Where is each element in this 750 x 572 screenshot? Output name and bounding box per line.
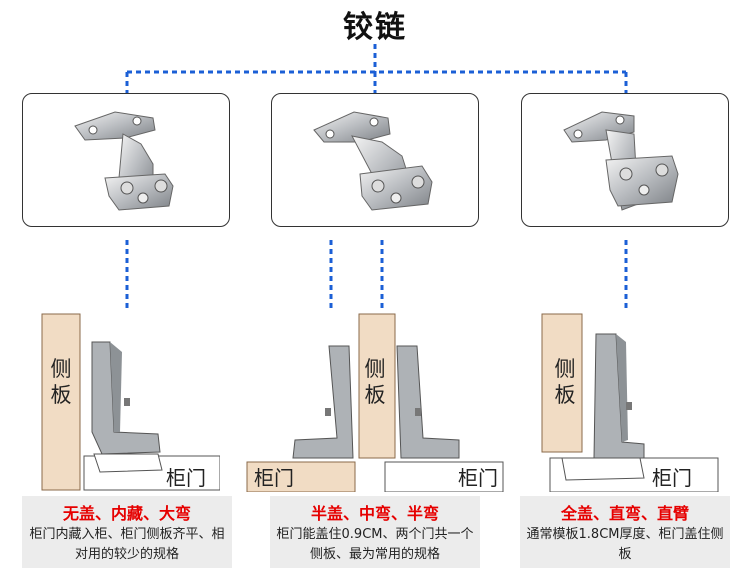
connector-lines — [125, 44, 628, 312]
hinge-image-3 — [563, 111, 679, 211]
door-label-2b: 柜门 — [458, 466, 498, 490]
caption-box-2: 半盖、中弯、半弯 柜门能盖住0.9CM、两个门共一个侧板、最为常用的规格 — [270, 496, 480, 568]
caption-title-2: 半盖、中弯、半弯 — [310, 504, 439, 523]
door-label-1: 柜门 — [166, 466, 206, 490]
hinge-image-1 — [74, 111, 174, 211]
page-title: 铰链 — [343, 10, 407, 45]
hinge-photo-card-3 — [521, 93, 729, 227]
hinge-diagram-inset — [41, 313, 220, 491]
side-panel-label-1: 侧板 — [50, 357, 72, 407]
hinge-image-2 — [313, 111, 433, 211]
caption-desc-1: 柜门内藏入柜、柜门侧板齐平、相对用的较少的规格 — [29, 527, 225, 562]
door-label-2a: 柜门 — [254, 466, 294, 490]
hinge-photo-card-2 — [271, 93, 479, 227]
caption-title-3: 全盖、直弯、直臂 — [560, 504, 689, 523]
caption-desc-2: 柜门能盖住0.9CM、两个门共一个侧板、最为常用的规格 — [276, 527, 474, 562]
hinge-diagram-half-overlay — [246, 313, 504, 492]
caption-box-3: 全盖、直弯、直臂 通常模板1.8CM厚度、柜门盖住侧板 — [520, 496, 730, 568]
hinge-photo-card-1 — [22, 93, 230, 227]
door-label-3: 柜门 — [652, 466, 692, 490]
caption-title-1: 无盖、内藏、大弯 — [62, 504, 191, 523]
side-panel-label-3: 侧板 — [554, 357, 576, 407]
caption-desc-3: 通常模板1.8CM厚度、柜门盖住侧板 — [526, 527, 724, 562]
caption-box-1: 无盖、内藏、大弯 柜门内藏入柜、柜门侧板齐平、相对用的较少的规格 — [22, 496, 232, 568]
side-panel-label-2: 侧板 — [364, 357, 386, 407]
hinge-diagram-full-overlay — [541, 313, 719, 492]
